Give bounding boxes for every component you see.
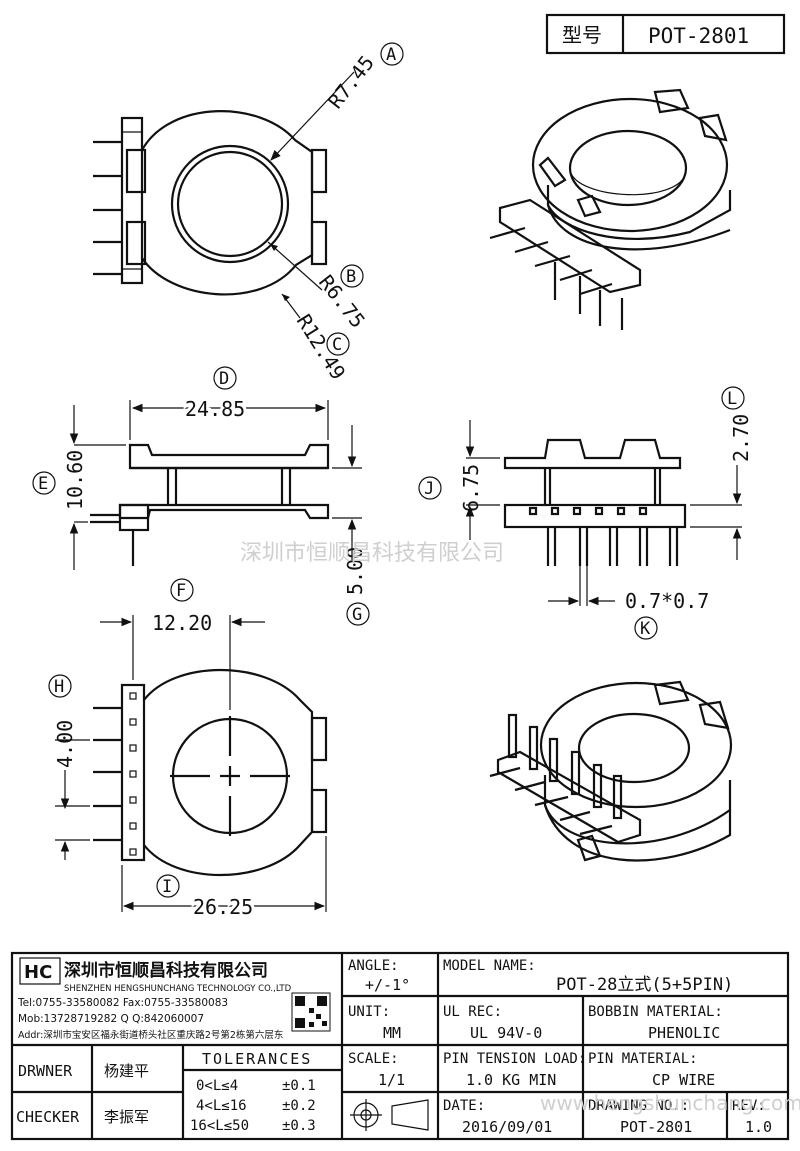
header-model: POT-2801 — [648, 24, 749, 48]
rev-value: 1.0 — [745, 1118, 772, 1136]
dim-l: 2.70 — [729, 414, 753, 462]
isometric-view-top — [489, 88, 732, 330]
label-L: L — [727, 389, 737, 409]
dim-d: 24.85 — [185, 397, 245, 421]
watermark-cn: 深圳市恒顺昌科技有限公司 — [240, 541, 504, 566]
label-B: B — [346, 267, 356, 287]
label-C: C — [332, 335, 342, 355]
projection-symbol-icon — [350, 1099, 429, 1131]
ulrec-value: UL 94V-0 — [470, 1024, 542, 1042]
unit-value: MM — [383, 1024, 401, 1042]
bobbin-value: PHENOLIC — [648, 1024, 720, 1042]
tension-value: 1.0 KG MIN — [466, 1071, 556, 1089]
label-G: G — [352, 605, 362, 625]
tol1-value: ±0.1 — [282, 1078, 316, 1094]
dim-k: 0.7*0.7 — [625, 589, 709, 613]
label-J: J — [424, 479, 434, 499]
company-tel: Tel:0755-33580082 Fax:0755-33580083 — [17, 997, 228, 1009]
dim-h: 4.00 — [53, 720, 77, 768]
dim-j: 6.75 — [459, 464, 483, 512]
dim-rA: R7.45 — [323, 51, 379, 113]
watermark-url: www.hengshunchang.com — [540, 1091, 800, 1115]
ulrec-label: UL REC: — [443, 1004, 502, 1020]
isometric-view-bottom — [489, 680, 733, 862]
label-E: E — [38, 474, 48, 494]
checker-name: 李振军 — [104, 1108, 149, 1126]
rev-label: REV: — [732, 1098, 766, 1114]
company-en: SHENZHEN HENGSHUNCHANG TECHNOLOGY CO.,LT… — [64, 984, 292, 994]
top-view: R7.45 R6.75 R12.49 A B C — [93, 42, 404, 384]
bottom-view: 12.20 F 4.00 H 26.25 I — [48, 578, 328, 922]
model-name-label: MODEL NAME: — [443, 958, 536, 974]
dim-f: 12.20 — [152, 611, 212, 635]
type-label: 型号 — [562, 23, 602, 47]
label-I: I — [162, 877, 172, 897]
side-view: 6.75 J 2.70 L 0.7*0.7 K — [418, 386, 753, 640]
tol3-range: 16<L≤50 — [190, 1118, 249, 1134]
checker-label: CHECKER — [16, 1108, 80, 1126]
pin-material-value: CP WIRE — [652, 1071, 715, 1089]
label-A: A — [386, 45, 396, 65]
company-mob: Mob:13728719282 Q Q:842060007 — [18, 1013, 204, 1025]
tol2-range: 4<L≤16 — [196, 1098, 247, 1114]
drawer-name: 杨建平 — [104, 1062, 149, 1080]
drawer-label: DRWNER — [18, 1062, 73, 1080]
tol3-value: ±0.3 — [282, 1118, 316, 1134]
label-K: K — [640, 619, 651, 639]
svg-text:HC: HC — [24, 962, 52, 983]
company-logo: HC — [19, 957, 61, 985]
pin-material-label: PIN MATERIAL: — [588, 1051, 698, 1067]
tension-label: PIN TENSION LOAD: — [443, 1051, 586, 1067]
scale-label: SCALE: — [348, 1051, 399, 1067]
dim-i: 26.25 — [193, 895, 253, 919]
qr-code — [291, 992, 331, 1032]
unit-label: UNIT: — [348, 1004, 390, 1020]
angle-value: +/-1° — [365, 976, 410, 994]
drawing-no-value: POT-2801 — [620, 1118, 692, 1136]
front-view: 24.85 D 10.60 E 5.00 G — [32, 366, 370, 626]
label-F: F — [176, 581, 186, 601]
bobbin-label: BOBBIN MATERIAL: — [588, 1004, 723, 1020]
company-addr: Addr:深圳市宝安区福永街道桥头社区重庆路2号第2栋第六层东 — [18, 1029, 283, 1041]
date-label: DATE: — [443, 1098, 485, 1114]
tol1-range: 0<L≤4 — [196, 1078, 238, 1094]
drawing-no-label: DRAWING NO.: — [588, 1098, 689, 1114]
label-H: H — [54, 677, 64, 697]
label-D: D — [219, 369, 229, 389]
company-cn: 深圳市恒顺昌科技有限公司 — [64, 960, 268, 981]
dim-g: 5.00 — [343, 547, 367, 595]
scale-value: 1/1 — [378, 1071, 405, 1089]
model-name-value: POT-28立式(5+5PIN) — [556, 975, 733, 995]
header-box: 型号 POT-2801 — [545, 13, 786, 55]
date-value: 2016/09/01 — [462, 1118, 552, 1136]
tolerances-label: TOLERANCES — [202, 1050, 312, 1068]
angle-label: ANGLE: — [348, 958, 399, 974]
tol2-value: ±0.2 — [282, 1098, 316, 1114]
dim-e: 10.60 — [63, 450, 87, 510]
title-block: HC 深圳市恒顺昌科技有限公司 SHENZHEN HENGSHUNCHANG T… — [10, 951, 800, 1141]
